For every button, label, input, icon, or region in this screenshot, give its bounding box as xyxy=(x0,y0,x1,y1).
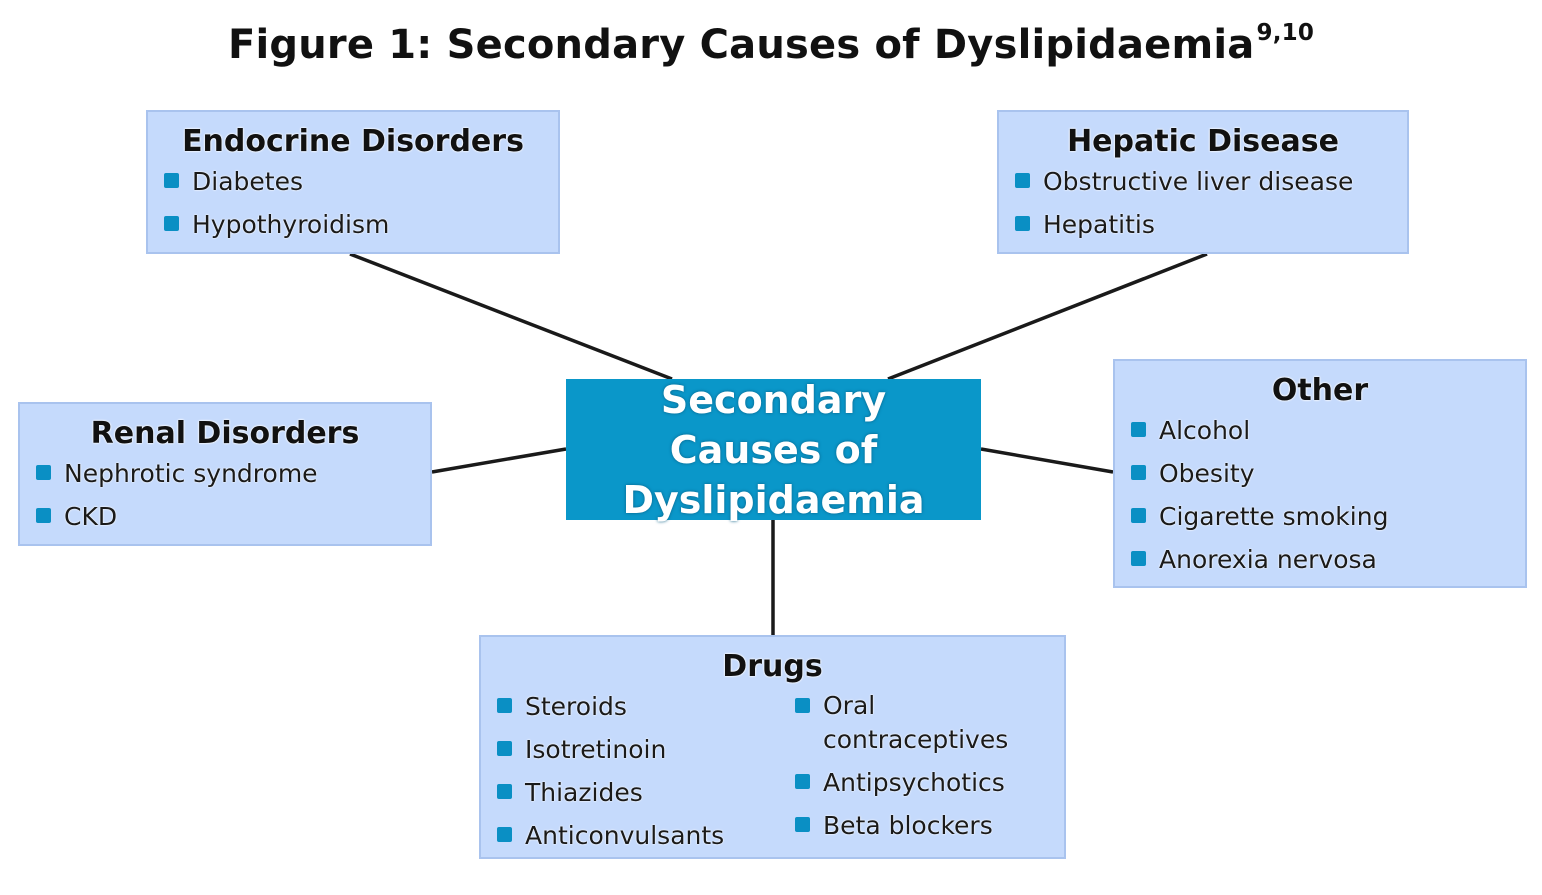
figure-title: Figure 1: Secondary Causes of Dyslipidae… xyxy=(0,20,1542,68)
item-list: Alcohol Obesity Cigarette smoking Anorex… xyxy=(1131,409,1525,581)
item-label: Diabetes xyxy=(192,167,303,196)
item-label: Alcohol xyxy=(1159,416,1251,445)
group-endocrine-disorders: Endocrine Disorders Diabetes Hypothyroid… xyxy=(146,110,560,254)
list-item: Hepatitis xyxy=(1015,203,1407,246)
list-item: Cigarette smoking xyxy=(1131,495,1525,538)
square-bullet-icon xyxy=(795,698,810,713)
square-bullet-icon xyxy=(1131,551,1146,566)
list-item: Beta blockers xyxy=(795,804,1035,847)
square-bullet-icon xyxy=(497,784,512,799)
square-bullet-icon xyxy=(497,741,512,756)
square-bullet-icon xyxy=(1131,508,1146,523)
list-item: Oral contraceptives xyxy=(795,689,1035,757)
list-item: Hypothyroidism xyxy=(164,203,558,246)
item-label: Cigarette smoking xyxy=(1159,502,1389,531)
group-title: Hepatic Disease xyxy=(1067,124,1339,159)
square-bullet-icon xyxy=(1015,216,1030,231)
item-label: Hypothyroidism xyxy=(192,210,390,239)
central-node: Secondary Causes of Dyslipidaemia xyxy=(566,378,981,522)
list-item: Thiazides xyxy=(497,771,795,814)
item-label: Thiazides xyxy=(525,778,643,807)
group-drugs: Drugs Steroids Isotretinoin Thiazides An… xyxy=(479,635,1066,859)
item-list-right: Oral contraceptives Antipsychotics Beta … xyxy=(795,685,1035,857)
item-label: CKD xyxy=(64,502,118,531)
square-bullet-icon xyxy=(36,465,51,480)
item-label: Anorexia nervosa xyxy=(1159,545,1377,574)
list-item: Diabetes xyxy=(164,160,558,203)
list-item: Anorexia nervosa xyxy=(1131,538,1525,581)
square-bullet-icon xyxy=(795,774,810,789)
item-label: Oral contraceptives xyxy=(823,691,1009,754)
list-item: Alcohol xyxy=(1131,409,1525,452)
connector-renal xyxy=(431,447,567,474)
item-label: Anticonvulsants xyxy=(525,821,725,850)
group-title: Other xyxy=(1271,373,1369,408)
list-item: CKD xyxy=(36,495,430,538)
square-bullet-icon xyxy=(1131,465,1146,480)
item-list-left: Steroids Isotretinoin Thiazides Anticonv… xyxy=(497,685,795,857)
group-other: Other Alcohol Obesity Cigarette smoking … xyxy=(1113,359,1527,588)
item-list: Diabetes Hypothyroidism xyxy=(164,160,558,246)
item-label: Obesity xyxy=(1159,459,1255,488)
connector-hepatic xyxy=(887,252,1208,381)
square-bullet-icon xyxy=(1015,173,1030,188)
item-label: Beta blockers xyxy=(823,811,993,840)
group-title: Endocrine Disorders xyxy=(182,124,524,159)
square-bullet-icon xyxy=(497,698,512,713)
list-item: Isotretinoin xyxy=(497,728,795,771)
item-label: Steroids xyxy=(525,692,627,721)
item-label: Nephrotic syndrome xyxy=(64,459,318,488)
list-item: Antipsychotics xyxy=(795,761,1035,804)
central-node-label: Secondary Causes of Dyslipidaemia xyxy=(622,377,925,522)
square-bullet-icon xyxy=(497,827,512,842)
list-item: Steroids xyxy=(497,685,795,728)
item-list: Nephrotic syndrome CKD xyxy=(36,452,430,538)
connector-endocrine xyxy=(349,252,673,381)
square-bullet-icon xyxy=(164,173,179,188)
item-list: Obstructive liver disease Hepatitis xyxy=(1015,160,1407,246)
item-label: Antipsychotics xyxy=(823,768,1005,797)
group-renal-disorders: Renal Disorders Nephrotic syndrome CKD xyxy=(18,402,432,546)
list-item: Obstructive liver disease xyxy=(1015,160,1407,203)
square-bullet-icon xyxy=(164,216,179,231)
group-hepatic-disease: Hepatic Disease Obstructive liver diseas… xyxy=(997,110,1409,254)
list-item: Nephrotic syndrome xyxy=(36,452,430,495)
figure-title-text: Figure 1: Secondary Causes of Dyslipidae… xyxy=(227,22,1255,68)
list-item: Anticonvulsants xyxy=(497,814,795,857)
square-bullet-icon xyxy=(1131,422,1146,437)
item-label: Obstructive liver disease xyxy=(1043,167,1354,196)
list-item: Obesity xyxy=(1131,452,1525,495)
square-bullet-icon xyxy=(795,817,810,832)
group-title: Renal Disorders xyxy=(90,416,360,451)
group-title: Drugs xyxy=(722,649,823,684)
square-bullet-icon xyxy=(36,508,51,523)
figure-title-refs: 9,10 xyxy=(1256,20,1315,46)
drug-columns: Steroids Isotretinoin Thiazides Anticonv… xyxy=(497,685,1064,857)
item-label: Isotretinoin xyxy=(525,735,667,764)
item-label: Hepatitis xyxy=(1043,210,1155,239)
connector-other xyxy=(980,447,1114,474)
